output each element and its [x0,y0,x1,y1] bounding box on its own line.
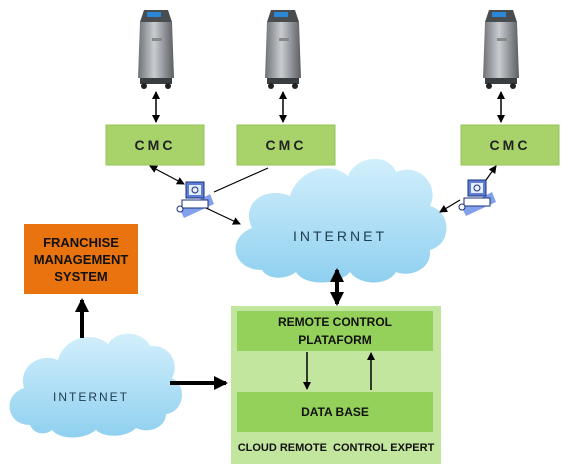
arrow-cmc1-computer [149,165,185,185]
remote-control-box [237,311,433,351]
data-base-label: DATA BASE [301,405,369,419]
franchise-box [24,224,138,294]
computer-icon [458,179,496,216]
machine-icon [265,10,301,89]
machine-icon [138,10,174,89]
cmc-label-2: CMC [265,137,307,153]
data-base-box [237,392,433,432]
cloud-expert-label: CLOUD REMOTE CONTROL EXPERT [237,442,435,454]
cmc-box-3 [460,124,560,166]
remote-control-label-line2: PLATAFORM [298,333,372,347]
franchise-label-line1: FRANCHISE [43,234,119,250]
computer-icon [176,181,214,218]
remote-control-label: REMOTE CONTROL PLATAFORM [237,311,433,351]
cmc-label-1: CMC [134,137,176,153]
internet-cloud-small [9,333,183,438]
remote-control-label-line1: REMOTE CONTROL [278,315,392,329]
cmc-box-2 [236,124,336,166]
franchise-label-line3: SYSTEM [54,268,108,284]
arrow-computer-internet-right [439,199,461,213]
internet-cloud-main [235,158,447,283]
franchise-label-line2: MANAGEMENT [33,251,129,267]
arrow-cmc3-computer [485,165,497,181]
arrow-computer-cmc2 [213,167,269,193]
franchise-label: FRANCHISE MANAGEMENT SYSTEM [24,224,138,294]
cmc-label-3: CMC [489,137,531,153]
machine-icon [483,10,519,89]
internet-label-small: INTERNET [53,390,129,404]
arrow-computer-internet [205,207,241,225]
cmc-box-1 [105,124,205,166]
internet-label-main: INTERNET [293,228,387,244]
